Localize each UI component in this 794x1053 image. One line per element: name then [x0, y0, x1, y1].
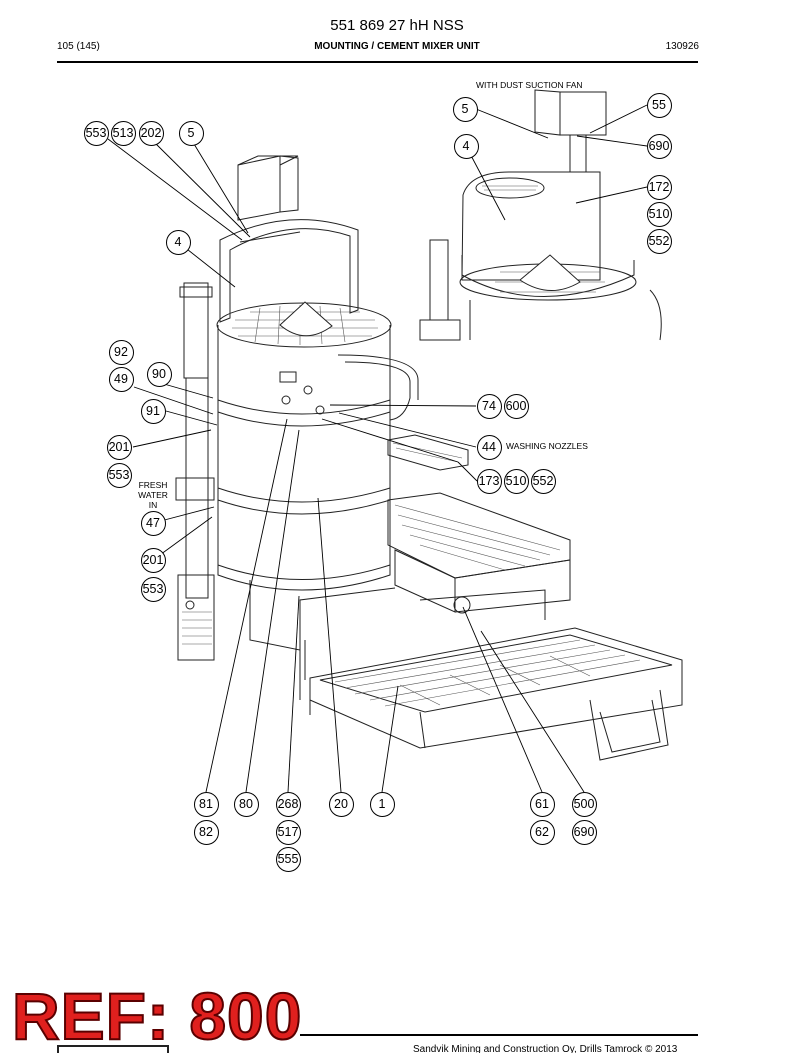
part-balloon: 553	[140, 576, 166, 602]
part-balloon: 552	[646, 228, 672, 254]
mixer-line-art	[175, 155, 683, 761]
footer-divider	[300, 1034, 698, 1036]
note-fresh-water-line-2: WATER	[138, 490, 168, 500]
note-fresh-water-line-1: FRESH	[138, 480, 168, 490]
part-balloon: 268	[275, 791, 301, 817]
part-balloon: 510	[503, 468, 529, 494]
page-number: 105 (145)	[57, 41, 100, 52]
part-balloon: 5	[452, 96, 478, 122]
part-balloon: 513	[110, 120, 136, 146]
note-fresh-water: FRESH WATER IN	[137, 480, 169, 510]
part-balloon: 500	[571, 791, 597, 817]
part-balloon: 510	[646, 201, 672, 227]
part-balloon: 49	[108, 366, 134, 392]
page-title: 551 869 27 hH NSS	[330, 17, 464, 34]
leader-lines	[107, 104, 648, 793]
part-balloon: 91	[140, 398, 166, 424]
note-fresh-water-line-3: IN	[148, 500, 158, 510]
part-balloon: 74	[476, 393, 502, 419]
part-balloon: 80	[233, 791, 259, 817]
part-balloon: 81	[193, 791, 219, 817]
part-balloon: 1	[369, 791, 395, 817]
part-balloon: 690	[571, 819, 597, 845]
part-balloon: 55	[646, 92, 672, 118]
part-balloon: 172	[646, 174, 672, 200]
inset-line-art	[419, 89, 662, 341]
part-balloon: 82	[193, 819, 219, 845]
part-balloon: 201	[140, 547, 166, 573]
note-dust-suction-fan: WITH DUST SUCTION FAN	[476, 80, 583, 90]
ref-stamp: REF: 800	[11, 979, 303, 1053]
part-balloon: 5	[178, 120, 204, 146]
section-title: MOUNTING / CEMENT MIXER UNIT	[314, 41, 480, 52]
part-balloon: 553	[106, 462, 132, 488]
part-balloon: 4	[453, 133, 479, 159]
part-balloon: 90	[146, 361, 172, 387]
part-balloon: 690	[646, 133, 672, 159]
part-balloon: 201	[106, 434, 132, 460]
part-balloon: 555	[275, 846, 301, 872]
part-balloon: 202	[138, 120, 164, 146]
part-balloon: 61	[529, 791, 555, 817]
part-balloon: 44	[476, 434, 502, 460]
part-balloon: 517	[275, 819, 301, 845]
part-balloon: 20	[328, 791, 354, 817]
part-balloon: 552	[530, 468, 556, 494]
header-divider	[57, 61, 698, 63]
part-balloon: 4	[165, 229, 191, 255]
note-washing-nozzles: WASHING NOZZLES	[506, 441, 588, 451]
part-balloon: 92	[108, 339, 134, 365]
footer-copyright: Sandvik Mining and Construction Oy, Dril…	[413, 1044, 678, 1053]
part-balloon: 173	[476, 468, 502, 494]
part-balloon: 62	[529, 819, 555, 845]
part-balloon: 553	[83, 120, 109, 146]
part-balloon: 600	[503, 393, 529, 419]
document-code: 130926	[665, 41, 699, 52]
brand-logo	[57, 1045, 169, 1053]
part-balloon: 47	[140, 510, 166, 536]
